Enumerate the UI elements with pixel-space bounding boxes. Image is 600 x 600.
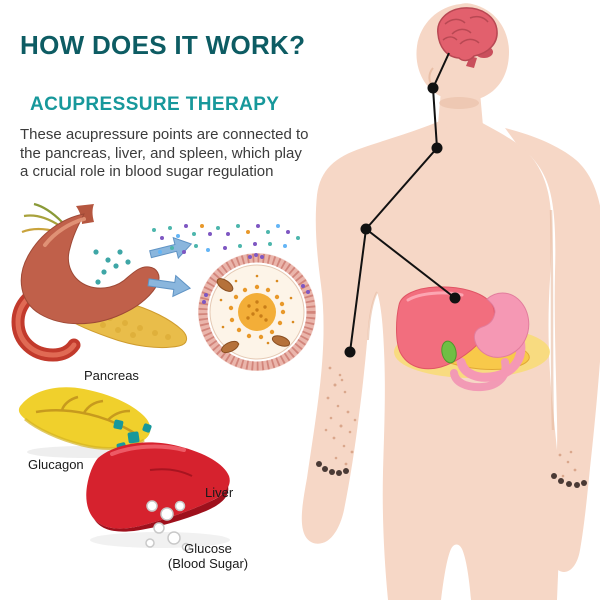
brain-stem bbox=[466, 56, 477, 68]
glucose-particles bbox=[145, 500, 191, 552]
acupressure-point bbox=[427, 82, 439, 94]
liver-dark-lobe bbox=[94, 486, 229, 532]
brain-folds bbox=[442, 15, 489, 45]
label-pancreas: Pancreas bbox=[84, 368, 139, 383]
stomach-illustration bbox=[11, 202, 193, 362]
pancreas-shape bbox=[18, 387, 151, 449]
label-glucose: Glucose (Blood Sugar) bbox=[146, 541, 270, 572]
description-text: These acupressure points are connected t… bbox=[20, 126, 309, 181]
cell-core bbox=[238, 293, 276, 331]
label-glucose-line1: Glucose bbox=[184, 541, 232, 556]
stomach-dots bbox=[93, 249, 131, 285]
arm-speckles bbox=[324, 366, 577, 478]
pancreatic-duct bbox=[35, 395, 137, 436]
brain-body bbox=[437, 7, 498, 62]
liver-highlight-left bbox=[110, 444, 186, 456]
acupressure-point bbox=[431, 142, 443, 154]
label-glucagon: Glucagon bbox=[28, 457, 84, 472]
membrane-receptors bbox=[202, 253, 310, 304]
subtitle: ACUPRESSURE THERAPY bbox=[30, 94, 280, 115]
right-arm-shade bbox=[549, 209, 555, 431]
neck-shadow bbox=[439, 97, 479, 109]
page-title: HOW DOES IT WORK? bbox=[20, 30, 306, 60]
arrow-icon bbox=[147, 274, 192, 298]
mitochondria bbox=[216, 278, 291, 354]
label-liver: Liver bbox=[205, 485, 234, 500]
acupressure-point bbox=[344, 346, 356, 358]
esophagus bbox=[76, 204, 94, 224]
acupressure-point bbox=[360, 223, 372, 235]
liver-shape bbox=[86, 442, 230, 529]
abdominal-organs bbox=[394, 286, 550, 392]
gallbladder-organ bbox=[441, 340, 457, 364]
liver-vein bbox=[149, 468, 193, 477]
granule-ring bbox=[228, 284, 286, 340]
armpit-shade bbox=[367, 291, 378, 341]
stomach-highlight bbox=[43, 217, 86, 247]
left-wrist-bracelet bbox=[316, 461, 349, 476]
duodenum-tube bbox=[456, 335, 526, 382]
liver-illustration bbox=[86, 442, 230, 548]
core-granules bbox=[246, 300, 268, 322]
stomach-organ bbox=[473, 292, 530, 358]
stomach-body bbox=[20, 213, 160, 325]
acupressure-point bbox=[449, 292, 461, 304]
right-wrist-bracelet bbox=[551, 473, 587, 488]
body-right-arm bbox=[505, 128, 600, 572]
meridian-diagram bbox=[344, 52, 461, 358]
liver-shadow bbox=[90, 532, 230, 548]
particle-stream bbox=[152, 224, 300, 254]
acupressure-points bbox=[344, 82, 461, 358]
cell-membrane-ring bbox=[198, 253, 316, 371]
cell-diagram bbox=[198, 253, 316, 371]
label-glucose-line2: (Blood Sugar) bbox=[167, 556, 249, 572]
brain-illustration bbox=[437, 7, 498, 68]
